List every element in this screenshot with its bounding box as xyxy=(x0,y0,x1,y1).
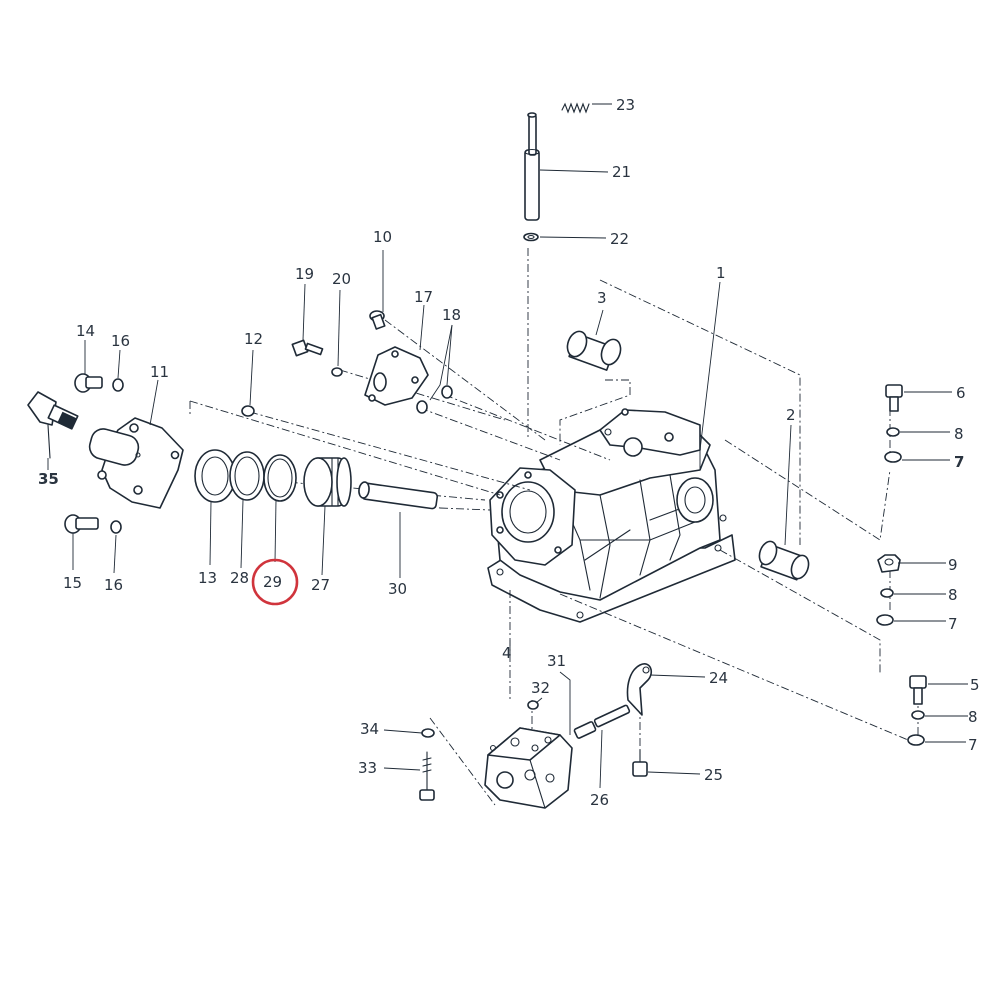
callout-20: 20 xyxy=(332,270,351,288)
callout-15: 15 xyxy=(63,574,82,592)
callout-32: 32 xyxy=(531,679,550,697)
callout-29: 29 xyxy=(263,573,282,591)
washer-8-top xyxy=(886,427,900,437)
washer-8-bottom xyxy=(911,710,925,720)
callout-8-top: 8 xyxy=(954,425,964,443)
washer-16-bottom xyxy=(110,520,122,534)
callout-8-mid: 8 xyxy=(948,586,958,604)
callout-21: 21 xyxy=(612,163,631,181)
pin-30 xyxy=(358,481,439,510)
bolt-19 xyxy=(291,339,324,357)
callout-7-top: 7 xyxy=(954,453,964,471)
callout-7-bottom: 7 xyxy=(968,736,978,754)
callout-17: 17 xyxy=(414,288,433,306)
bolt-15 xyxy=(64,514,99,534)
sensor-35 xyxy=(27,391,79,459)
callout-23: 23 xyxy=(616,96,635,114)
callout-6: 6 xyxy=(956,384,966,402)
callout-24: 24 xyxy=(709,669,728,687)
callout-1: 1 xyxy=(716,264,726,282)
highlight-ring xyxy=(251,558,299,606)
washer-7-bottom xyxy=(907,734,925,746)
callout-34: 34 xyxy=(360,720,379,738)
callout-35: 35 xyxy=(38,470,59,488)
ring-28 xyxy=(229,451,265,501)
washer-16-top xyxy=(112,378,124,392)
callout-7-mid: 7 xyxy=(948,615,958,633)
callout-2: 2 xyxy=(786,406,796,424)
washers-18 xyxy=(416,385,453,414)
callout-31: 31 xyxy=(547,652,566,670)
bushing-3 xyxy=(566,330,622,371)
callout-16-top: 16 xyxy=(111,332,130,350)
piston-27 xyxy=(303,457,352,507)
leader-lines xyxy=(47,103,968,789)
nut-9 xyxy=(877,554,901,573)
callout-28: 28 xyxy=(230,569,249,587)
cover-11 xyxy=(88,417,184,509)
callout-12: 12 xyxy=(244,330,263,348)
callout-18: 18 xyxy=(442,306,461,324)
washer-7-top xyxy=(884,451,902,463)
callout-26: 26 xyxy=(590,791,609,809)
callout-14: 14 xyxy=(76,322,95,340)
callout-27: 27 xyxy=(311,576,330,594)
washer-20 xyxy=(331,367,343,377)
callout-11: 11 xyxy=(150,363,169,381)
washer-32 xyxy=(527,700,539,710)
bolt-6 xyxy=(885,384,903,412)
callout-labels: 1 2 3 4 5 6 7 7 7 8 8 8 9 10 11 12 13 14… xyxy=(38,96,980,809)
bushing-2 xyxy=(758,540,810,581)
callout-16-bottom: 16 xyxy=(104,576,123,594)
washer-8-mid xyxy=(880,588,894,598)
callout-9: 9 xyxy=(948,556,958,574)
callout-4: 4 xyxy=(502,644,512,662)
bolt-33 xyxy=(419,751,435,801)
rod-assembly xyxy=(523,102,590,242)
spring-23 xyxy=(561,102,590,114)
callout-30: 30 xyxy=(388,580,407,598)
callout-25: 25 xyxy=(704,766,723,784)
callout-33: 33 xyxy=(358,759,377,777)
valve-26 xyxy=(573,704,631,739)
ring-29 xyxy=(263,454,297,502)
valve-block-31 xyxy=(484,727,573,809)
washer-34 xyxy=(421,728,435,738)
callout-22: 22 xyxy=(610,230,629,248)
pin-10 xyxy=(369,310,386,330)
washer-12 xyxy=(241,405,255,417)
bracket-17 xyxy=(364,346,429,406)
bolt-14 xyxy=(74,373,103,393)
arm-24 xyxy=(626,663,652,716)
callout-3: 3 xyxy=(597,289,607,307)
main-housing xyxy=(487,408,736,623)
callout-19: 19 xyxy=(295,265,314,283)
callout-10: 10 xyxy=(373,228,392,246)
bolt-5 xyxy=(909,675,927,705)
callout-8-bottom: 8 xyxy=(968,708,978,726)
callout-13: 13 xyxy=(198,569,217,587)
bolt-25 xyxy=(632,749,648,777)
ring-13 xyxy=(194,449,236,503)
callout-5: 5 xyxy=(970,676,980,694)
washer-7-mid xyxy=(876,614,894,626)
